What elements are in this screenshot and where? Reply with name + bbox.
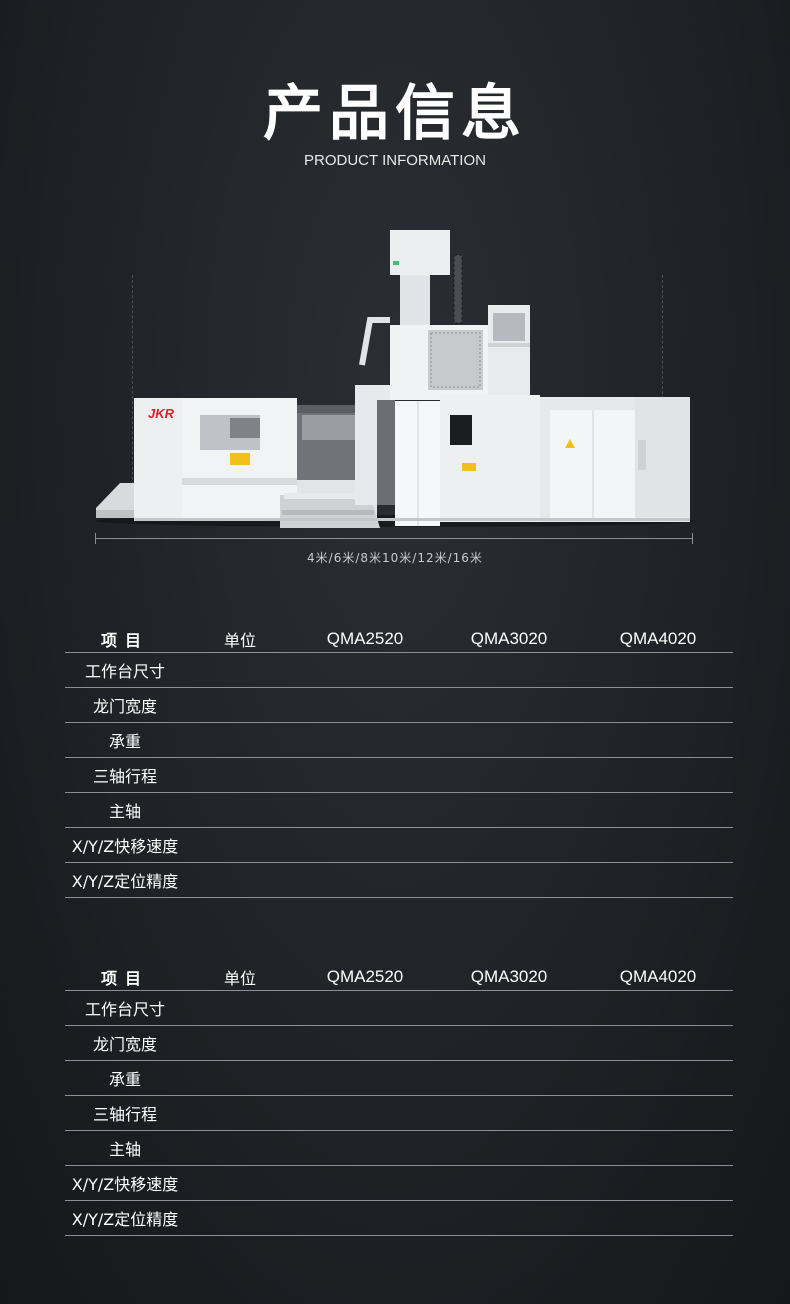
row-label: 主轴 xyxy=(65,1130,185,1166)
row-label: 龙门宽度 xyxy=(65,1025,185,1061)
table-row: X/Y/Z定位精度 xyxy=(65,1200,733,1236)
table-row: X/Y/Z定位精度 xyxy=(65,862,733,898)
column-header-qma2520: QMA2520 xyxy=(295,964,435,991)
dimension-line xyxy=(95,538,693,539)
table-row: 三轴行程 xyxy=(65,1095,733,1131)
table-row: 主轴 xyxy=(65,792,733,828)
dimension-label: 4米/6米/8米10米/12米/16米 xyxy=(307,551,483,565)
table-header-row: 项目 单位 QMA2520 QMA3020 QMA4020 xyxy=(65,964,733,991)
table-header-row: 项目 单位 QMA2520 QMA3020 QMA4020 xyxy=(65,626,733,653)
guide-line-right xyxy=(662,275,663,505)
machine-illustration: JKR xyxy=(95,230,695,528)
dimension-tick-left xyxy=(95,533,96,544)
row-label: 承重 xyxy=(65,722,185,758)
row-label: X/Y/Z快移速度 xyxy=(65,827,185,863)
table-row: 主轴 xyxy=(65,1130,733,1166)
column-header-qma4020: QMA4020 xyxy=(583,626,733,653)
row-label: X/Y/Z定位精度 xyxy=(65,862,185,898)
row-label: X/Y/Z定位精度 xyxy=(65,1200,185,1236)
table-row: 工作台尺寸 xyxy=(65,990,733,1026)
column-header-item: 项目 xyxy=(65,626,185,653)
table-row: 龙门宽度 xyxy=(65,687,733,723)
guide-line-left xyxy=(132,275,133,505)
row-label: 工作台尺寸 xyxy=(65,990,185,1026)
row-label: X/Y/Z快移速度 xyxy=(65,1165,185,1201)
page-title: 产品信息 xyxy=(263,79,527,149)
row-label: 主轴 xyxy=(65,792,185,828)
column-header-unit: 单位 xyxy=(185,964,295,991)
column-header-qma3020: QMA3020 xyxy=(435,626,583,653)
row-label: 三轴行程 xyxy=(65,757,185,793)
row-label: 承重 xyxy=(65,1060,185,1096)
table-row: 工作台尺寸 xyxy=(65,652,733,688)
row-label: 三轴行程 xyxy=(65,1095,185,1131)
spec-table-1: 项目 单位 QMA2520 QMA3020 QMA4020 工作台尺寸 龙门宽度… xyxy=(65,626,733,898)
table-row: 承重 xyxy=(65,1060,733,1096)
table-row: X/Y/Z快移速度 xyxy=(65,1165,733,1201)
row-label: 工作台尺寸 xyxy=(65,652,185,688)
table-row: 三轴行程 xyxy=(65,757,733,793)
column-header-item: 项目 xyxy=(65,964,185,991)
column-header-qma4020: QMA4020 xyxy=(583,964,733,991)
page-subtitle: PRODUCT INFORMATION xyxy=(304,152,486,169)
column-header-qma2520: QMA2520 xyxy=(295,626,435,653)
table-row: 龙门宽度 xyxy=(65,1025,733,1061)
table-row: X/Y/Z快移速度 xyxy=(65,827,733,863)
brand-logo: JKR xyxy=(148,406,175,421)
column-header-qma3020: QMA3020 xyxy=(435,964,583,991)
spec-table-2: 项目 单位 QMA2520 QMA3020 QMA4020 工作台尺寸 龙门宽度… xyxy=(65,964,733,1236)
column-header-unit: 单位 xyxy=(185,626,295,653)
dimension-tick-right xyxy=(692,533,693,544)
table-row: 承重 xyxy=(65,722,733,758)
row-label: 龙门宽度 xyxy=(65,687,185,723)
